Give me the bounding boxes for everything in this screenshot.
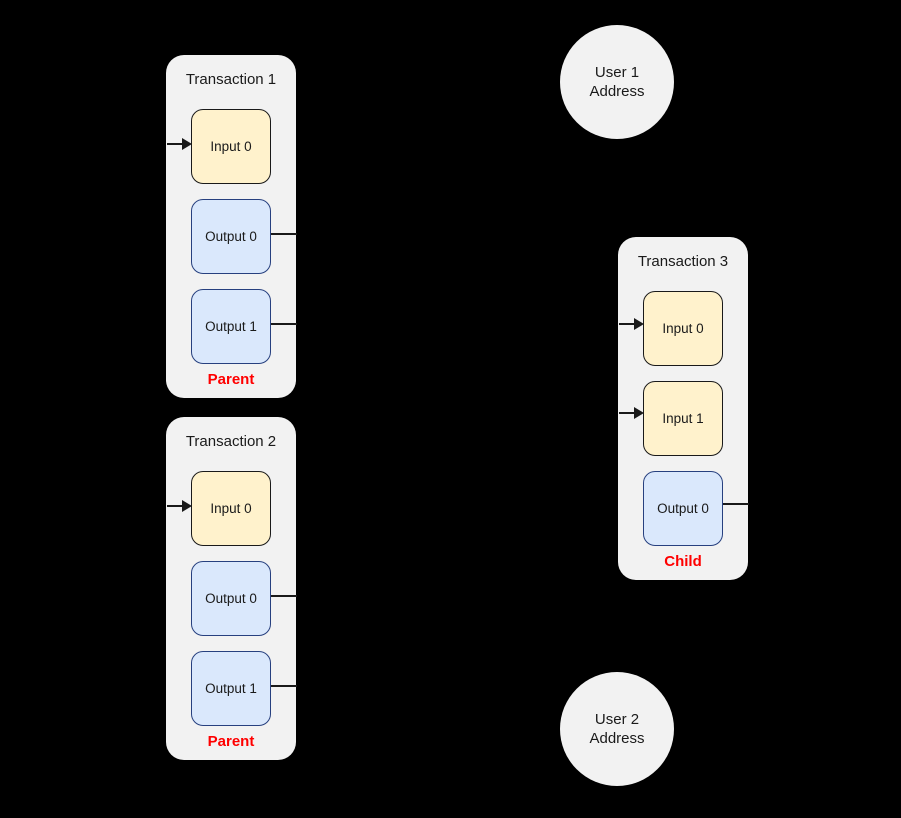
- edge-from-transaction-3-output-0: [723, 503, 749, 506]
- transaction-3-output-0[interactable]: Output 0: [643, 471, 723, 546]
- transaction-1-output-1[interactable]: Output 1: [191, 289, 271, 364]
- transaction-2-output-1[interactable]: Output 1: [191, 651, 271, 726]
- transaction-card-1[interactable]: Transaction 1 Input 0 Output 0 Output 1 …: [166, 55, 296, 398]
- edge-from-transaction-2-output-0: [271, 595, 297, 598]
- transaction-2-output-0[interactable]: Output 0: [191, 561, 271, 636]
- transaction-1-title: Transaction 1: [185, 71, 277, 88]
- transaction-3-input-0[interactable]: Input 0: [643, 291, 723, 366]
- transaction-2-input-0[interactable]: Input 0: [191, 471, 271, 546]
- user-1-address-line-2: Address: [589, 83, 645, 100]
- transaction-card-2[interactable]: Transaction 2 Input 0 Output 0 Output 1 …: [166, 417, 296, 760]
- transaction-3-role-badge: Child: [664, 553, 702, 570]
- edge-into-transaction-3-input-0: [619, 323, 636, 326]
- user-2-address-line-1: User 2: [594, 711, 640, 728]
- edge-into-transaction-3-input-1: [619, 412, 636, 415]
- transaction-2-title: Transaction 2: [185, 433, 277, 450]
- transaction-3-input-1[interactable]: Input 1: [643, 381, 723, 456]
- transaction-1-input-0[interactable]: Input 0: [191, 109, 271, 184]
- edge-from-transaction-1-output-1: [271, 323, 297, 326]
- edge-into-transaction-1-input-0: [167, 143, 184, 146]
- user-2-address-node[interactable]: User 2 Address: [560, 672, 674, 786]
- edge-from-transaction-1-output-0: [271, 233, 297, 236]
- transaction-1-role-badge: Parent: [207, 371, 255, 388]
- arrowhead-transaction-3-input-0: [634, 318, 644, 330]
- transaction-2-role-badge: Parent: [207, 733, 255, 750]
- transaction-1-output-0[interactable]: Output 0: [191, 199, 271, 274]
- edge-into-transaction-2-input-0: [167, 505, 184, 508]
- user-2-address-line-2: Address: [589, 730, 645, 747]
- transaction-3-title: Transaction 3: [637, 253, 729, 270]
- arrowhead-transaction-3-input-1: [634, 407, 644, 419]
- arrowhead-transaction-2-input-0: [182, 500, 192, 512]
- user-1-address-line-1: User 1: [594, 64, 640, 81]
- edge-from-transaction-2-output-1: [271, 685, 297, 688]
- user-1-address-node[interactable]: User 1 Address: [560, 25, 674, 139]
- arrowhead-transaction-1-input-0: [182, 138, 192, 150]
